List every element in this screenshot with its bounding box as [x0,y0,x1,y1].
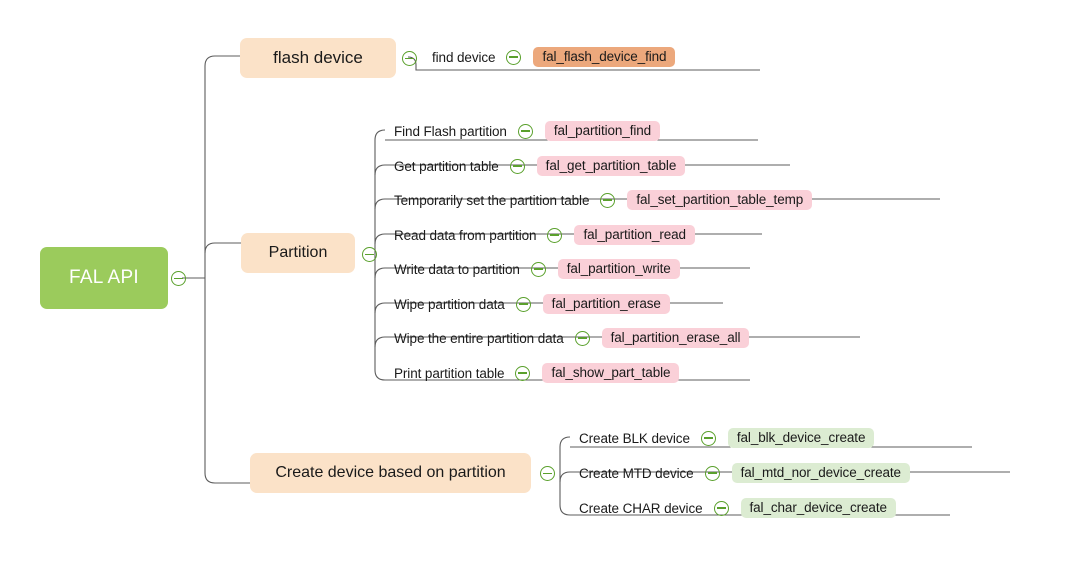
leaf-row[interactable]: Read data from partition fal_partition_r… [394,224,695,246]
api-tag[interactable]: fal_show_part_table [542,362,680,384]
api-tag[interactable]: fal_partition_write [557,258,680,280]
root-node[interactable]: FAL API [40,247,168,309]
circle-minus-icon[interactable] [506,49,522,65]
circle-minus-icon[interactable] [530,261,546,277]
api-tag[interactable]: fal_partition_erase_all [601,327,750,349]
leaf-label: Wipe partition data [394,296,505,312]
api-tag[interactable]: fal_get_partition_table [536,155,686,177]
circle-minus-icon[interactable] [704,465,720,481]
api-tag[interactable]: fal_partition_read [574,224,695,246]
circle-minus-icon-partition[interactable] [362,247,377,262]
api-tag[interactable]: fal_partition_erase [542,293,670,315]
circle-minus-icon[interactable] [700,430,716,446]
leaf-row[interactable]: Create BLK device fal_blk_device_create [579,427,875,449]
leaf-label: Get partition table [394,158,499,174]
leaf-label: Temporarily set the partition table [394,192,590,208]
circle-minus-icon[interactable] [713,500,729,516]
leaf-row[interactable]: Temporarily set the partition table fal_… [394,189,813,211]
leaf-label: Create MTD device [579,465,694,481]
circle-minus-icon[interactable] [509,158,525,174]
leaf-row[interactable]: Create CHAR device fal_char_device_creat… [579,497,896,519]
branch-label-create-device: Create device based on partition [275,464,506,481]
api-tag[interactable]: fal_partition_find [544,120,661,142]
circle-minus-icon[interactable] [515,365,531,381]
branch-label-flash-device: flash device [273,48,363,67]
api-tag[interactable]: fal_set_partition_table_temp [627,189,813,211]
branch-node-partition[interactable]: Partition [241,233,355,273]
leaf-label: Create CHAR device [579,500,703,516]
branch-node-flash-device[interactable]: flash device [240,38,396,78]
leaf-row[interactable]: Wipe partition data fal_partition_erase [394,293,670,315]
circle-minus-icon[interactable] [600,192,616,208]
branch-label-partition: Partition [268,244,328,261]
leaf-label: Create BLK device [579,430,690,446]
leaf-row[interactable]: find device fal_flash_device_find [432,46,676,68]
leaf-row[interactable]: Wipe the entire partition data fal_parti… [394,327,750,349]
api-tag[interactable]: fal_flash_device_find [533,46,676,68]
leaf-label: Read data from partition [394,227,537,243]
leaf-label: Find Flash partition [394,123,507,139]
circle-minus-icon-root[interactable] [171,271,186,286]
api-tag[interactable]: fal_mtd_nor_device_create [731,462,910,484]
leaf-label: Print partition table [394,365,505,381]
circle-minus-icon-create-device[interactable] [540,466,555,481]
circle-minus-icon[interactable] [515,296,531,312]
api-tag[interactable]: fal_char_device_create [740,497,896,519]
circle-minus-icon[interactable] [517,123,533,139]
leaf-label: Wipe the entire partition data [394,330,564,346]
leaf-label: Write data to partition [394,261,520,277]
leaf-row[interactable]: Write data to partition fal_partition_wr… [394,258,680,280]
circle-minus-icon-flash-device[interactable] [402,51,417,66]
api-tag[interactable]: fal_blk_device_create [727,427,875,449]
circle-minus-icon[interactable] [574,330,590,346]
leaf-row[interactable]: Create MTD device fal_mtd_nor_device_cre… [579,462,910,484]
circle-minus-icon[interactable] [547,227,563,243]
branch-node-create-device[interactable]: Create device based on partition [250,453,531,493]
root-node-label: FAL API [68,267,140,288]
leaf-row[interactable]: Print partition table fal_show_part_tabl… [394,362,680,384]
leaf-row[interactable]: Find Flash partition fal_partition_find [394,120,661,142]
leaf-label: find device [432,49,496,65]
leaf-row[interactable]: Get partition table fal_get_partition_ta… [394,155,686,177]
